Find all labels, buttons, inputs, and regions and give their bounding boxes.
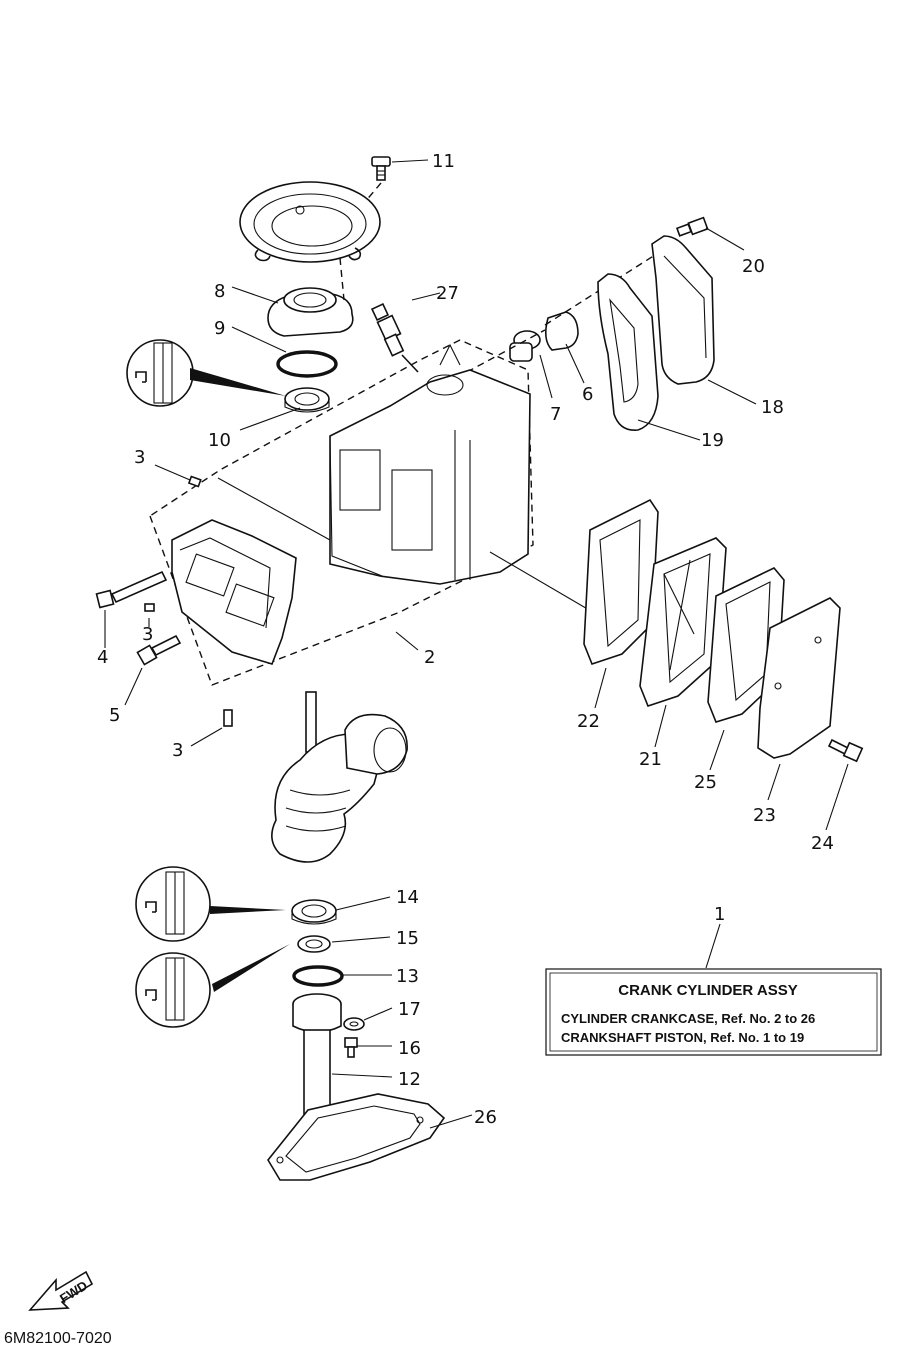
callout-3b: 3 — [142, 624, 153, 645]
crankshaft — [271, 691, 408, 863]
part-24-bolt — [825, 738, 864, 831]
part-6-thermostat-cover — [544, 311, 585, 384]
callout-15: 15 — [396, 928, 419, 949]
callout-3c: 3 — [172, 740, 183, 761]
callout-1: 1 — [714, 904, 725, 925]
callout-2: 2 — [424, 647, 435, 668]
part-10-oil-seal — [239, 387, 330, 431]
assembly-box-line-1: CYLINDER CRANKCASE, Ref. No. 2 to 26 — [561, 1011, 815, 1026]
callout-17: 17 — [398, 999, 421, 1020]
callout-19: 19 — [701, 430, 724, 451]
callout-10: 10 — [208, 430, 231, 451]
callout-11: 11 — [432, 151, 455, 172]
callout-20: 20 — [742, 256, 765, 277]
callout-13: 13 — [396, 966, 419, 987]
callout-5: 5 — [109, 705, 120, 726]
callout-8: 8 — [214, 281, 225, 302]
assembly-box-title: CRANK CYLINDER ASSY — [618, 982, 797, 999]
part-13-o-ring — [292, 965, 392, 987]
callout-23: 23 — [753, 805, 776, 826]
callout-27: 27 — [436, 283, 459, 304]
callout-18: 18 — [761, 397, 784, 418]
callout-12: 12 — [398, 1069, 421, 1090]
callout-22: 22 — [577, 711, 600, 732]
fwd-direction-arrow: FWD — [28, 1270, 94, 1311]
drawing-code: 6M82100-7020 — [4, 1330, 112, 1345]
part-16-bolt — [344, 1037, 392, 1058]
part-26-base-gasket — [267, 1093, 473, 1181]
part-21-gasket — [639, 537, 727, 748]
grease-indicator-upper — [126, 339, 286, 407]
callout-16: 16 — [398, 1038, 421, 1059]
part-23-cover-plate — [757, 597, 841, 801]
part-12-tube-housing — [292, 993, 393, 1122]
callout-24: 24 — [811, 833, 834, 854]
part-5-bolt — [124, 634, 182, 706]
callout-6: 6 — [582, 384, 593, 405]
callout-7: 7 — [550, 404, 561, 425]
assembly-reference-box: CRANK CYLINDER ASSY CYLINDER CRANKCASE, … — [545, 968, 882, 1056]
part-15-oil-seal — [297, 935, 391, 953]
flywheel-cover-plate — [239, 181, 381, 263]
assembly-box-line-2: CRANKSHAFT PISTON, Ref. No. 1 to 19 — [561, 1030, 804, 1045]
part-19-gasket — [597, 273, 701, 441]
part-20-bolt — [675, 216, 745, 251]
grease-indicator-lower — [135, 944, 290, 1028]
grease-indicator-middle — [135, 866, 286, 942]
part-4-long-bolt — [95, 570, 168, 648]
part-22-gasket — [583, 498, 659, 709]
callout-9: 9 — [214, 318, 225, 339]
part-27-spark-plug — [370, 292, 441, 373]
callout-14: 14 — [396, 887, 419, 908]
callout-3a: 3 — [134, 447, 145, 468]
callout-26: 26 — [474, 1107, 497, 1128]
crankcase-half — [171, 477, 597, 665]
part-17-washer — [343, 1007, 393, 1031]
callout-4: 4 — [97, 647, 108, 668]
callout-25: 25 — [694, 772, 717, 793]
callout-21: 21 — [639, 749, 662, 770]
part-3-dowel-pins — [144, 464, 233, 747]
part-2-crankcase-block — [149, 339, 534, 686]
part-14-oil-seal — [291, 896, 391, 925]
part-9-o-ring — [231, 326, 338, 378]
part-8-bearing-housing — [231, 257, 354, 337]
part-18-exhaust-cover — [651, 235, 757, 405]
